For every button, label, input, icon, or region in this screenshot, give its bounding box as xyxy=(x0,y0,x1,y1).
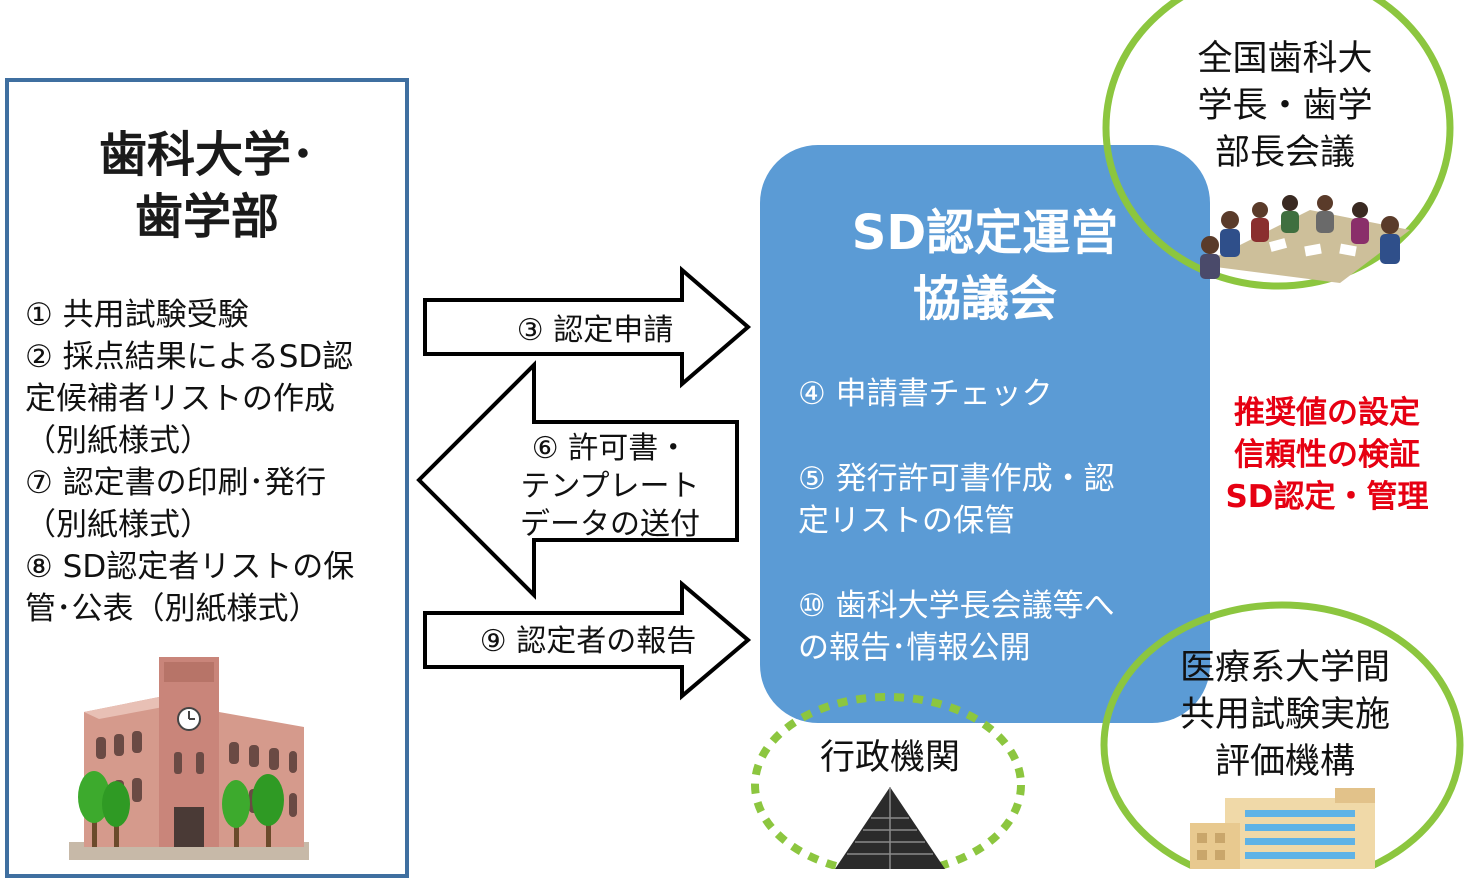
council-step-4: ④ 申請書チェック xyxy=(798,376,1053,412)
step-7-form: （別紙様式） xyxy=(25,507,211,543)
sd-council-box: SD認定運営 協議会 ④ 申請書チェック ⑤ 発行許可書作成・認 定リストの保管… xyxy=(760,145,1210,723)
step-8: ⑧ SD認定者リストの保 xyxy=(25,549,355,585)
deans-conference-label: 全国歯科大 学長・歯学 部長会議 xyxy=(1197,39,1373,173)
cbt-organization-circle xyxy=(1100,601,1464,869)
step-7: ⑦ 認定書の印刷･発行 xyxy=(25,465,327,501)
university-building-icon xyxy=(69,657,309,860)
arrow-application-label: ③ 認定申請 xyxy=(516,313,674,348)
step-2: ② 採点結果によるSD認 xyxy=(25,339,354,375)
arrow-template-delivery-label: ⑥ 許可書・ テンプレート データの送付 xyxy=(520,431,700,542)
council-step-5: ⑤ 発行許可書作成・認 定リストの保管 xyxy=(798,461,1115,539)
council-step-10: ⑩ 歯科大学長会議等へ の報告･情報公開 xyxy=(798,588,1115,666)
step-8-cont: 管･公表（別紙様式） xyxy=(25,591,320,627)
arrow-template-delivery xyxy=(416,360,739,600)
deans-conference-circle xyxy=(1102,0,1454,290)
step-2-cont: 定候補者リストの作成 xyxy=(25,381,335,417)
panel-title: 歯科大学･ 歯学部 xyxy=(98,127,315,245)
recommendation-note: 推奨値の設定 信頼性の検証 SD認定・管理 xyxy=(1225,395,1429,515)
office-building-icon xyxy=(835,787,945,869)
dental-university-panel: 歯科大学･ 歯学部 ① 共用試験受験 ② 採点結果によるSD認 定候補者リストの… xyxy=(5,78,409,878)
government-circle xyxy=(751,693,1025,869)
council-title: SD認定運営 協議会 xyxy=(851,205,1119,327)
government-label: 行政機関 xyxy=(819,738,960,778)
meeting-people-icon xyxy=(1200,195,1410,283)
cbt-organization-label: 医療系大学間 共用試験実施 評価機構 xyxy=(1179,648,1390,782)
step-1: ① 共用試験受験 xyxy=(25,297,249,333)
step-2-form: （別紙様式） xyxy=(25,423,211,459)
arrow-report-label: ⑨ 認定者の報告 xyxy=(479,624,697,659)
institution-building-icon xyxy=(1190,788,1375,869)
arrow-report xyxy=(423,580,752,701)
arrow-application xyxy=(423,265,752,389)
